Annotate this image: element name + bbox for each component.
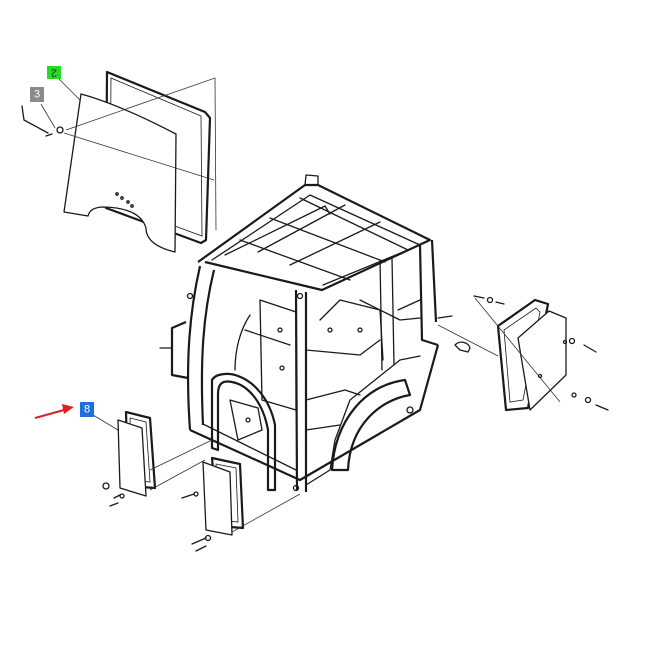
callout-8-badge bbox=[80, 402, 94, 417]
rear-window-assembly bbox=[21, 70, 217, 253]
callout-3-badge bbox=[30, 87, 44, 102]
callout-2-badge bbox=[47, 66, 61, 79]
rear-glass-pane bbox=[63, 93, 177, 253]
left-lower-glass-pane bbox=[117, 419, 147, 497]
callout-2[interactable]: 2 bbox=[47, 66, 61, 79]
right-glass-pane bbox=[517, 310, 567, 411]
callout-8-label: 8 bbox=[84, 404, 90, 416]
callout-3[interactable]: 3 bbox=[30, 87, 44, 102]
arrow-right-icon bbox=[34, 404, 74, 419]
callout-3-label: 3 bbox=[34, 89, 40, 101]
callout-8[interactable]: 8 bbox=[80, 402, 94, 417]
callout-2-label: 2 bbox=[51, 67, 57, 79]
cab-frame bbox=[159, 174, 471, 492]
right-window-assembly bbox=[437, 295, 609, 412]
door-glass-pane bbox=[202, 461, 233, 536]
pointer-head bbox=[62, 404, 74, 414]
left-lower-window-assembly bbox=[102, 410, 301, 552]
pointer-shaft bbox=[34, 409, 65, 419]
